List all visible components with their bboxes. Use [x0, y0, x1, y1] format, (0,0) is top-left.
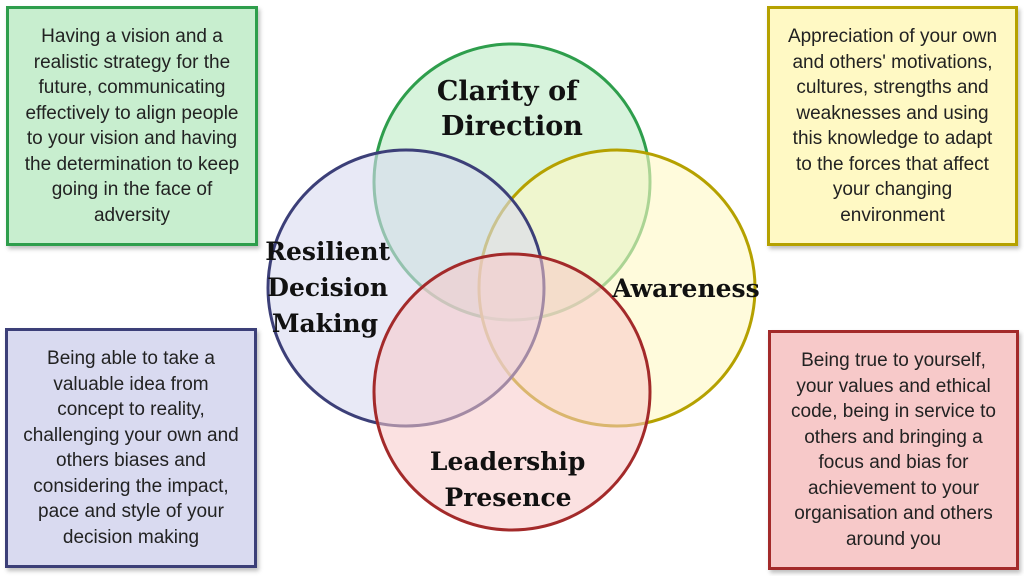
text-line: adversity: [93, 204, 170, 226]
text-line: this knowledge to adapt: [792, 128, 993, 149]
text-line: Having a vision and a: [41, 26, 223, 47]
text-line: pace and style of your: [38, 501, 224, 522]
label-line: Clarity of: [437, 76, 580, 107]
text-line: focus and bias for: [818, 452, 969, 473]
text-line: around you: [845, 528, 942, 550]
text-line: others and bringing a: [804, 426, 983, 448]
label-line: Making: [272, 309, 378, 338]
label-line: Resilient: [265, 237, 390, 266]
label-line: Direction: [441, 111, 583, 142]
text-line: organisation and others: [794, 503, 993, 524]
text-line: the determination to keep: [24, 153, 240, 175]
text-line: to your vision and having: [26, 128, 238, 149]
awareness-description-box: Appreciation of your own and others' mot…: [767, 6, 1018, 246]
text-line: to the forces that affect: [796, 153, 989, 175]
text-line: and others' motivations,: [792, 51, 993, 73]
text-line: effectively to align people: [25, 102, 239, 124]
text-line: future, communicating: [38, 77, 226, 98]
text-line: others biases and: [56, 450, 206, 471]
label-line: Leadership: [430, 447, 585, 476]
leadership-label: Leadership Presence: [430, 447, 594, 512]
resilient-description-text: Being able to take a valuable idea from …: [23, 346, 239, 550]
text-line: valuable idea from: [53, 373, 209, 395]
label-line: Awareness: [611, 274, 759, 303]
text-line: code, being in service to: [791, 401, 996, 422]
leadership-description-text: Being true to yourself, your values and …: [791, 348, 996, 552]
text-line: achievement to your: [807, 477, 980, 499]
text-line: realistic strategy for the: [33, 51, 231, 73]
clarity-label: Clarity of Direction: [437, 76, 587, 142]
awareness-description-text: Appreciation of your own and others' mot…: [788, 24, 997, 228]
text-line: Appreciation of your own: [787, 26, 998, 47]
text-line: considering the impact,: [33, 475, 229, 497]
leadership-circle: [372, 252, 652, 532]
text-line: cultures, strengths and: [796, 77, 989, 98]
clarity-description-box: Having a vision and a realistic strategy…: [6, 6, 258, 246]
leadership-description-box: Being true to yourself, your values and …: [768, 330, 1019, 570]
label-line: Presence: [444, 483, 571, 512]
text-line: going in the face of: [51, 179, 213, 200]
text-line: your changing: [832, 179, 953, 200]
text-line: Being able to take a: [47, 348, 215, 369]
resilient-label: Resilient Decision Making: [265, 237, 399, 338]
text-line: weaknesses and using: [796, 102, 989, 124]
text-line: decision making: [62, 526, 200, 548]
label-line: Decision: [267, 273, 388, 302]
resilient-description-box: Being able to take a valuable idea from …: [5, 328, 257, 568]
awareness-label: Awareness: [611, 274, 759, 303]
text-line: challenging your own and: [23, 424, 239, 446]
clarity-description-text: Having a vision and a realistic strategy…: [25, 24, 239, 228]
text-line: environment: [840, 204, 945, 226]
text-line: Being true to yourself,: [801, 350, 986, 371]
text-line: your values and ethical: [796, 375, 991, 397]
text-line: concept to reality,: [57, 399, 205, 420]
